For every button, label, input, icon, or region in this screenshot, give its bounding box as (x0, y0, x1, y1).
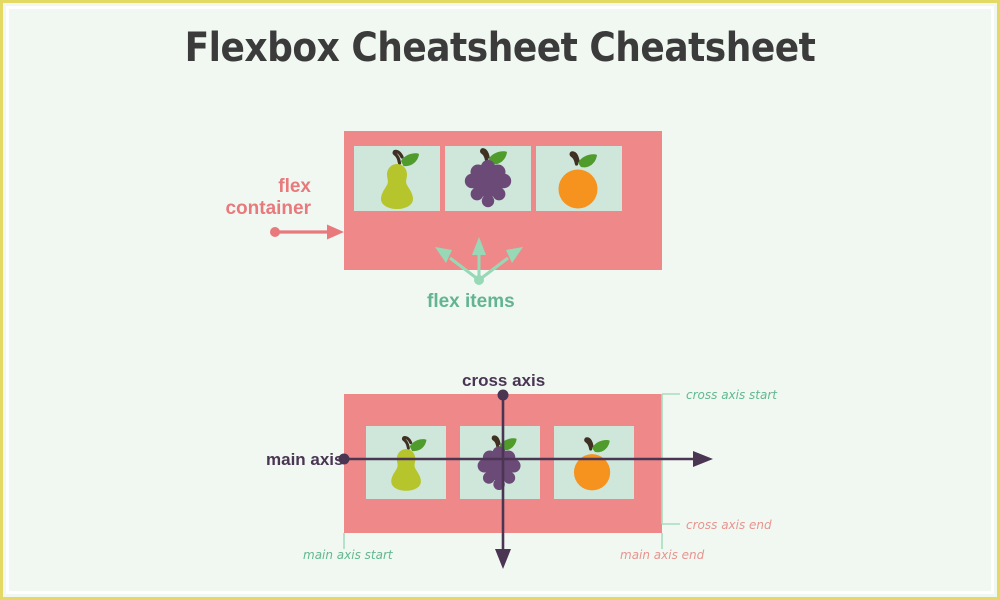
flex-container-label: flex container (171, 176, 311, 220)
main-axis-start-label: main axis start (303, 548, 393, 562)
pear-icon-2 (391, 435, 427, 491)
cross-axis-start-label: cross axis start (686, 388, 777, 402)
flex-items-label: flex items (427, 291, 515, 312)
flex-container-label-line1: flex (278, 176, 311, 197)
main-axis-end-label: main axis end (620, 548, 705, 562)
orange-icon-1 (558, 151, 598, 209)
grapes-icon-1 (464, 148, 512, 208)
pear-icon-1 (381, 149, 419, 209)
orange-icon-2 (573, 437, 611, 491)
main-axis-label: main axis (266, 450, 344, 469)
cross-axis-label: cross axis (462, 371, 546, 390)
grapes-icon-2 (477, 435, 521, 491)
flex-container-label-line2: container (225, 198, 311, 219)
flex-container-pointer (270, 224, 344, 240)
cross-axis-end-label: cross axis end (686, 518, 772, 532)
page-title: Flexbox Cheatsheet Cheatsheet (184, 25, 816, 71)
